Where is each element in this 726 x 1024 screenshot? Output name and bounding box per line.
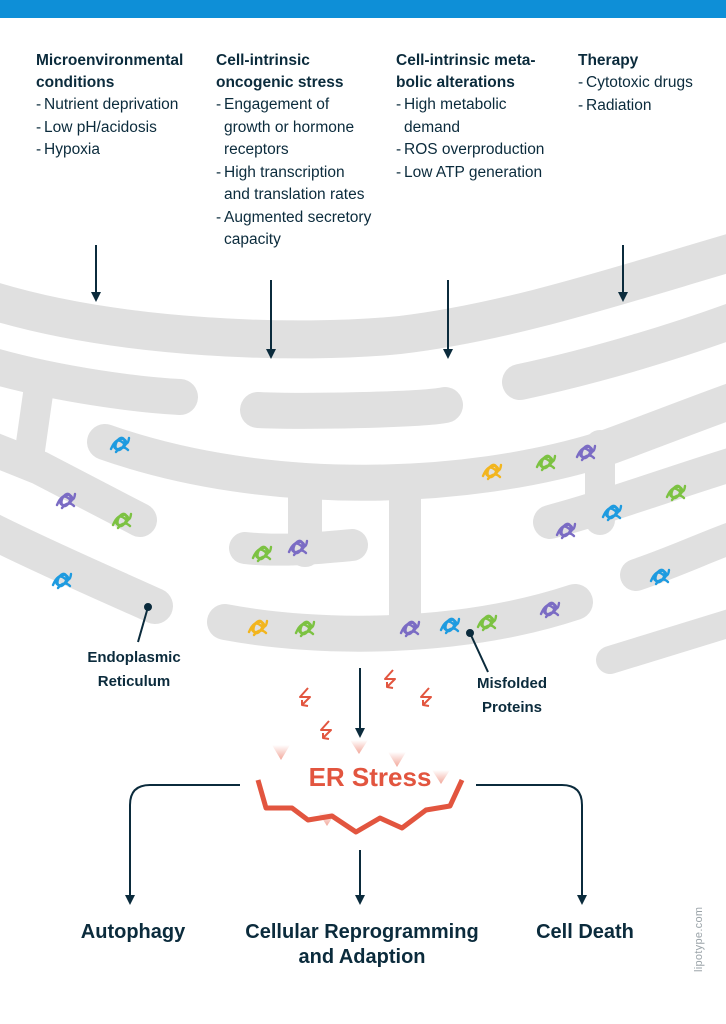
label-pointers	[137, 603, 489, 673]
outcome-reprogramming: Cellular Reprogramming and Adaption	[245, 921, 479, 968]
column-title: Cell-intrinsic meta- bolic alterations	[396, 52, 536, 91]
list-item: -Augmented secretory capacity	[216, 208, 372, 249]
misfolded-proteins-label: Misfolded Proteins	[477, 675, 547, 716]
column-microenvironmental: Microenvironmental conditions -Nutrient …	[36, 50, 216, 162]
list-item: -Low pH/acidosis	[36, 118, 157, 136]
list-item: -Nutrient deprivation	[36, 96, 179, 113]
arrow-down-icon	[125, 784, 240, 905]
list-item: -Cytotoxic drugs	[578, 74, 693, 91]
column-oncogenic-stress: Cell-intrinsic oncogenic stress -Engagem…	[216, 50, 391, 252]
lightning-icon	[420, 687, 432, 707]
column-therapy: Therapy -Cytotoxic drugs -Radiation	[578, 50, 718, 117]
outcome-arrows	[125, 784, 587, 905]
watermark: lipotype.com	[693, 906, 705, 972]
er-label: Endoplasmic Reticulum	[87, 649, 181, 690]
lightning-icon	[299, 687, 311, 707]
er-stress-label: ER Stress	[308, 762, 432, 792]
list-item: -Engagement of growth or hormone recepto…	[216, 96, 355, 158]
column-title: Microenvironmental conditions	[36, 52, 184, 91]
outcome-autophagy: Autophagy	[80, 921, 186, 943]
top-accent-bar	[0, 0, 726, 18]
list-item: -High metabolic demand	[396, 96, 507, 136]
column-title: Therapy	[578, 52, 639, 69]
endoplasmic-reticulum	[0, 234, 726, 674]
list-item: -Hypoxia	[36, 141, 100, 158]
arrow-down-icon	[476, 784, 587, 905]
list-item: -ROS overproduction	[396, 141, 545, 158]
stress-lightning	[299, 669, 432, 740]
list-item: -Radiation	[578, 96, 652, 114]
input-arrows	[91, 245, 628, 359]
column-title: Cell-intrinsic oncogenic stress	[216, 52, 344, 91]
lightning-icon	[320, 720, 332, 740]
column-metabolic-alterations: Cell-intrinsic meta- bolic alterations -…	[396, 50, 566, 184]
er-stress-burst	[255, 740, 465, 835]
lightning-icon	[384, 669, 396, 689]
outcome-cell-death: Cell Death	[536, 921, 634, 943]
list-item: -Low ATP generation	[396, 163, 543, 181]
list-item: -High transcription and translation rate…	[216, 163, 365, 204]
